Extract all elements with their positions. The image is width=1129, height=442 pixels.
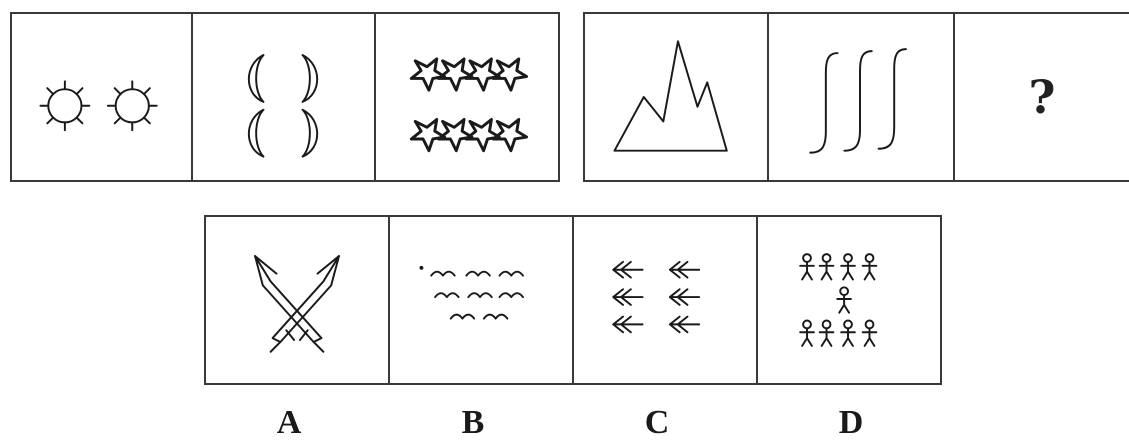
question-group-2: ? (583, 12, 1129, 182)
crossed-swords-icon (206, 217, 388, 383)
panel-2 (191, 12, 376, 182)
stars-icon (376, 14, 558, 180)
panel-4 (583, 12, 769, 182)
question-mark: ? (1029, 70, 1056, 124)
arrows-icon (574, 217, 756, 383)
option-b[interactable] (388, 215, 574, 385)
option-a[interactable] (204, 215, 390, 385)
panel-1 (10, 12, 193, 182)
crescent-moons-icon (193, 14, 374, 180)
option-b-label[interactable]: B (453, 404, 493, 442)
option-d[interactable] (756, 215, 942, 385)
panel-5 (767, 12, 955, 182)
s-curves-icon (769, 14, 953, 180)
question-group-1 (10, 12, 560, 182)
mountain-icon (585, 14, 767, 180)
option-c[interactable] (572, 215, 758, 385)
option-d-label[interactable]: D (831, 404, 871, 442)
birds-icon (390, 217, 572, 383)
stick-figures-icon (758, 217, 940, 383)
options-row (204, 215, 942, 385)
spiked-circles-icon (12, 14, 191, 180)
option-a-label[interactable]: A (269, 404, 309, 442)
panel-answer-slot: ? (953, 12, 1129, 182)
panel-3 (374, 12, 560, 182)
option-c-label[interactable]: C (637, 404, 677, 442)
